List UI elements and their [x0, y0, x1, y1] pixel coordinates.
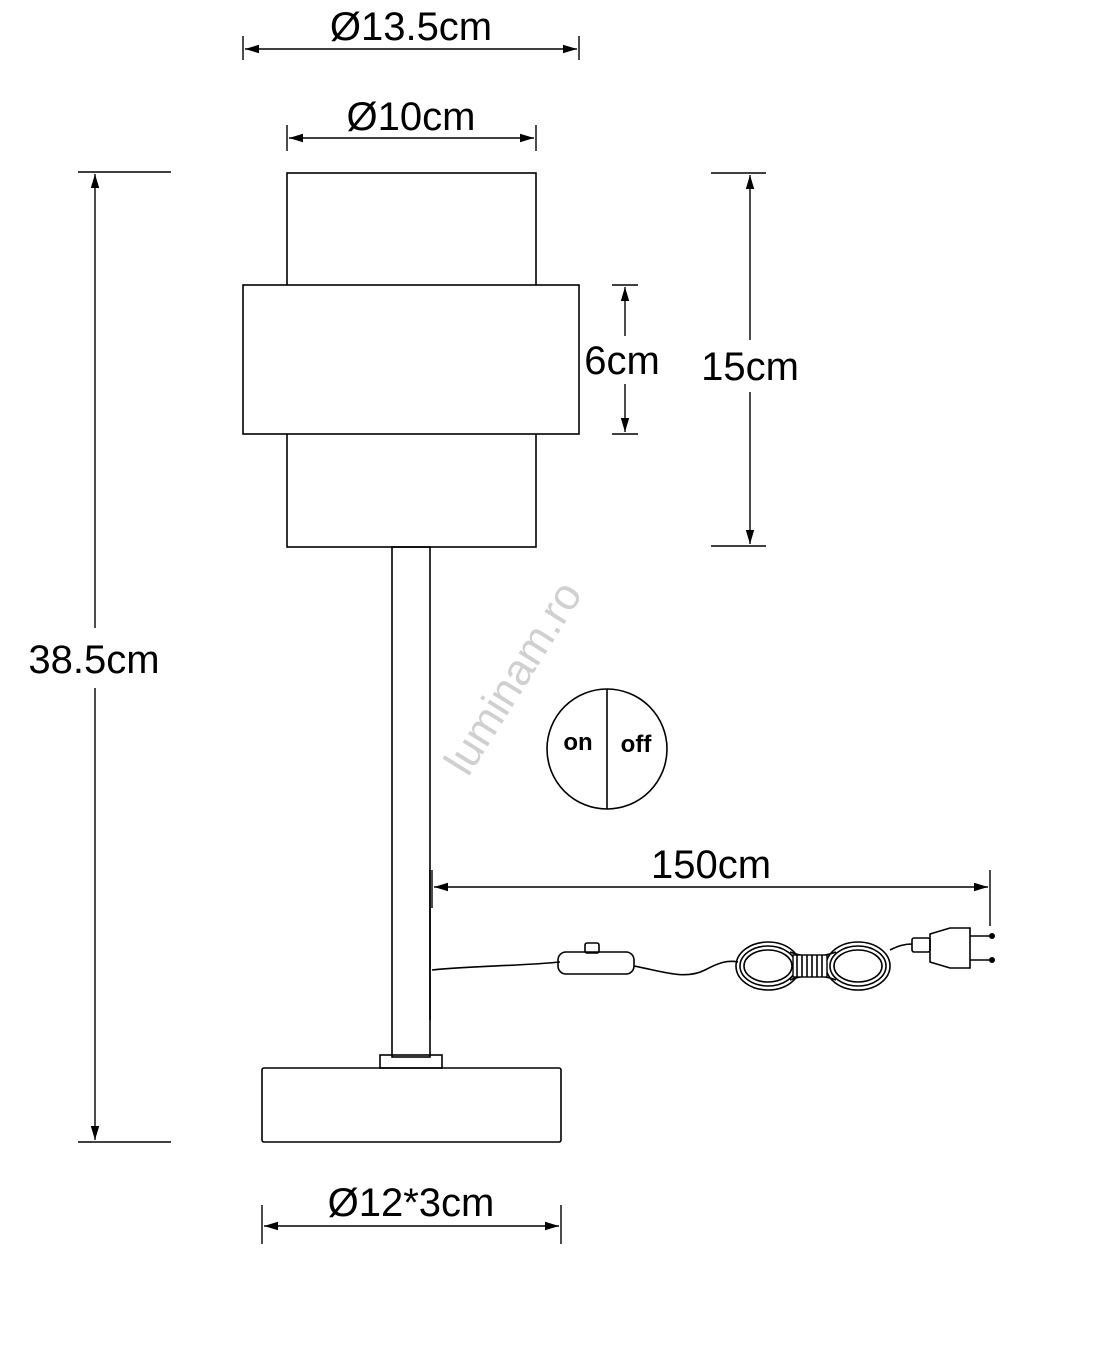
dimension-base: Ø12*3cm — [261, 1181, 562, 1244]
shade-height-label: 15cm — [701, 345, 799, 389]
dimension-shade-inner-diameter: Ø10cm — [286, 95, 537, 151]
dimension-total-height: 38.5cm — [28, 171, 171, 1143]
total-height-label: 38.5cm — [28, 638, 159, 682]
lamp-stem — [391, 546, 431, 1058]
outer-shade-band — [242, 284, 580, 435]
switch-off-label: off — [621, 731, 653, 758]
dimension-shade-height: 15cm — [701, 172, 799, 547]
inline-switch — [557, 951, 635, 975]
cable-coil — [735, 941, 891, 991]
base-size-label: Ø12*3cm — [328, 1181, 495, 1225]
lamp-body — [242, 172, 580, 1143]
dimension-shade-outer-diameter: Ø13.5cm — [242, 5, 580, 60]
plug-icon — [911, 927, 995, 969]
switch-on-label: on — [563, 729, 592, 756]
inline-switch-button — [584, 942, 600, 954]
power-cable — [431, 927, 995, 991]
cable-segment — [889, 943, 913, 951]
on-off-switch-icon: on off — [546, 688, 668, 810]
cable-segment — [431, 961, 561, 971]
dimension-cable-length: 150cm — [431, 843, 991, 926]
lamp-base — [261, 1067, 562, 1143]
cable-length-label: 150cm — [651, 843, 771, 887]
cable-segment — [633, 960, 739, 976]
band-height-label: 6cm — [584, 339, 660, 383]
shade-outer-diameter-label: Ø13.5cm — [330, 5, 492, 49]
shade-inner-diameter-label: Ø10cm — [347, 95, 476, 139]
dimension-band-height: 6cm — [584, 284, 660, 435]
